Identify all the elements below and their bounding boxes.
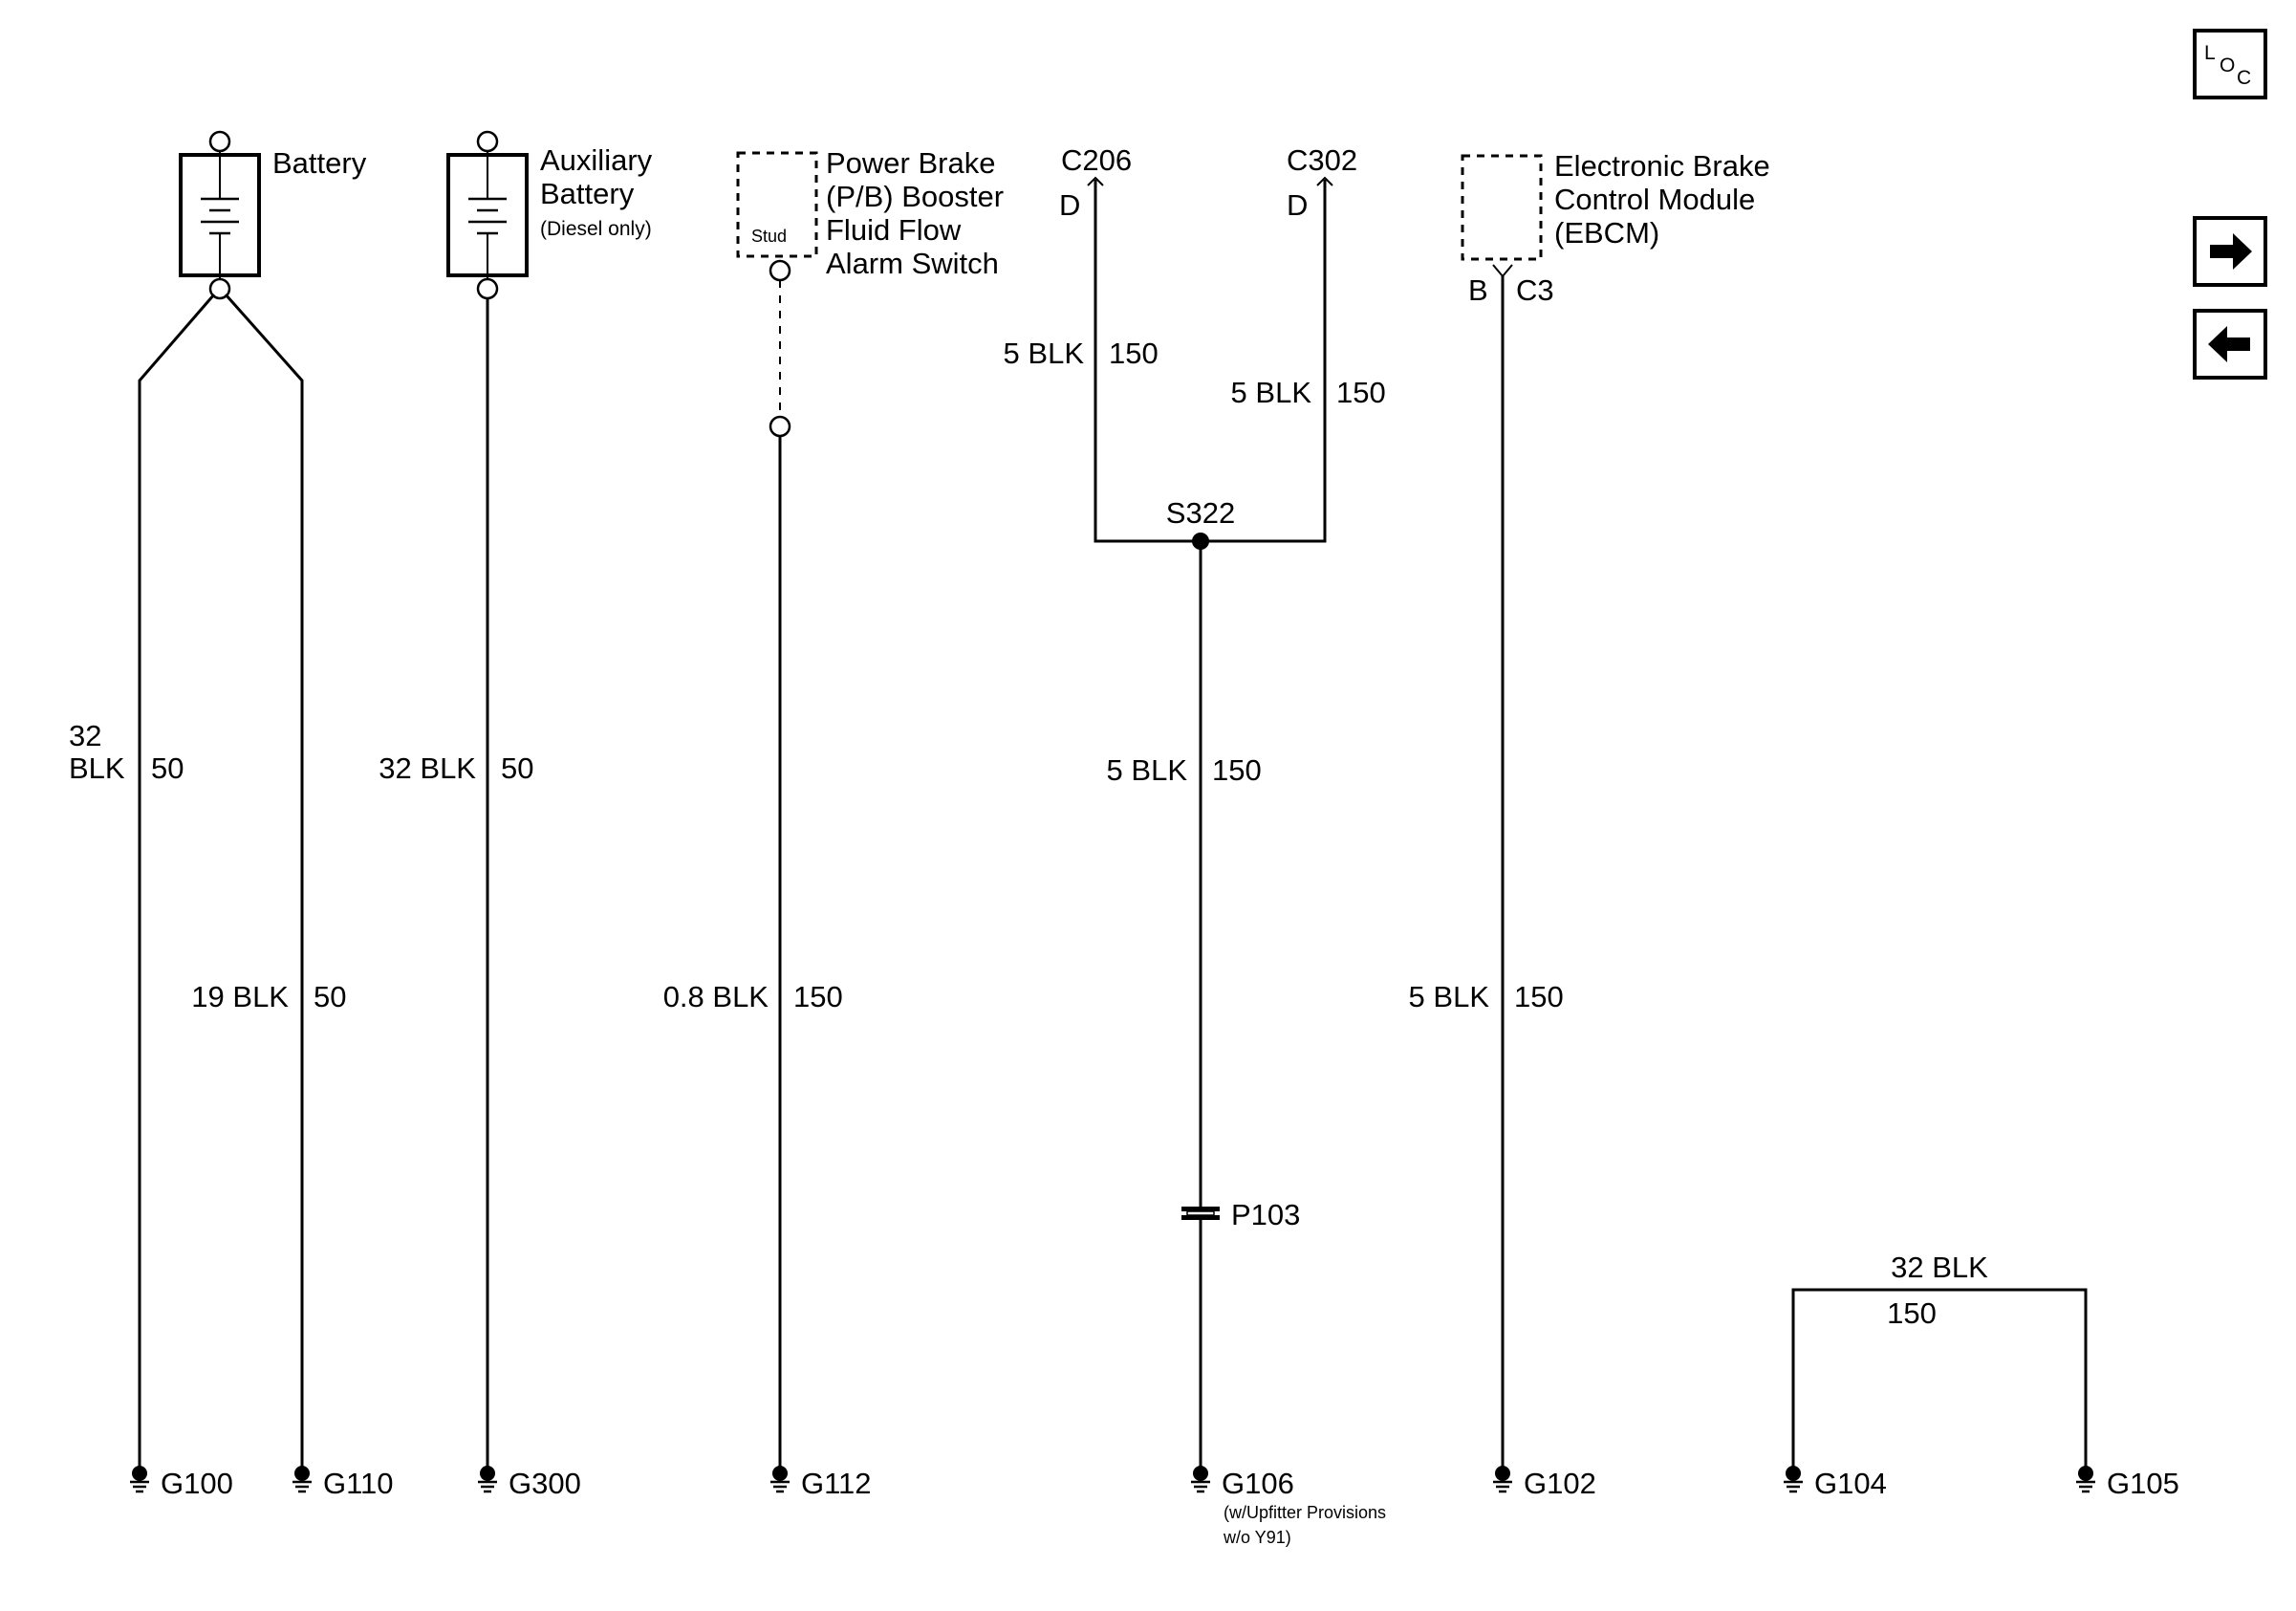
ground-g100-label: G100 xyxy=(161,1467,233,1500)
wire-c302-circuit: 150 xyxy=(1336,376,1386,409)
ground-g110-label: G110 xyxy=(323,1467,394,1500)
loc-letter-l: L xyxy=(2204,42,2216,64)
battery-symbol-icon xyxy=(179,153,261,277)
next-page-button[interactable] xyxy=(2193,216,2267,287)
wire-g102-circuit: 150 xyxy=(1514,980,1564,1013)
connector-c302-arrow-icon xyxy=(1316,176,1333,186)
stud-terminal-top xyxy=(769,259,791,282)
ground-g102-label: G102 xyxy=(1524,1467,1596,1500)
connector-c302-label: C302 xyxy=(1287,143,1357,177)
ground-g106-label: G106 xyxy=(1222,1467,1294,1500)
ground-g300-label: G300 xyxy=(509,1467,581,1500)
ground-g104-label: G104 xyxy=(1814,1467,1887,1500)
ground-g300-icon xyxy=(476,1464,499,1493)
wire-g100-color: BLK xyxy=(69,751,125,785)
stud-label: Stud xyxy=(751,227,787,246)
connector-c206-label: C206 xyxy=(1061,143,1132,177)
aux-battery-label-line2: Battery xyxy=(540,177,635,210)
wire-g102-label: 5 BLK xyxy=(1409,980,1490,1013)
ground-g100-icon xyxy=(128,1464,151,1493)
loc-button[interactable]: L O C xyxy=(2193,29,2267,99)
aux-battery-negative-terminal xyxy=(476,277,499,300)
battery-negative-terminal xyxy=(208,277,231,300)
ground-g106-note-line1: (w/Upfitter Provisions xyxy=(1224,1503,1386,1522)
ground-g102-icon xyxy=(1491,1464,1514,1493)
ebcm-connector-icon xyxy=(1492,264,1513,278)
connector-c206-pin: D xyxy=(1059,188,1080,222)
previous-page-button[interactable] xyxy=(2193,309,2267,380)
ground-g110-icon xyxy=(291,1464,314,1493)
ebcm-label-line2: Control Module xyxy=(1554,183,1755,216)
pb-switch-component: Stud Power Brake (P/B) Booster Fluid Flo… xyxy=(736,146,1004,438)
wire-g104-g105 xyxy=(1791,1288,2088,1470)
wire-g112-circuit: 150 xyxy=(793,980,843,1013)
wire-c206-circuit: 150 xyxy=(1109,337,1159,370)
ebcm-label-line3: (EBCM) xyxy=(1554,216,1659,250)
loc-letter-o: O xyxy=(2220,54,2235,76)
auxiliary-battery-component: Auxiliary Battery (Diesel only) xyxy=(446,130,653,300)
wire-battery-g110 xyxy=(224,294,304,1470)
ebcm-label-line1: Electronic Brake xyxy=(1554,149,1770,183)
wire-g104-circuit: 150 xyxy=(1887,1296,1937,1330)
connector-p103-icon xyxy=(1181,1207,1220,1220)
arrow-left-icon xyxy=(2208,326,2250,362)
wire-g100-circuit: 50 xyxy=(151,751,184,785)
ground-g105-label: G105 xyxy=(2107,1467,2179,1500)
wire-g100-size: 32 xyxy=(69,719,101,752)
wire-c206-label: 5 BLK xyxy=(1004,337,1085,370)
ground-g105-icon xyxy=(2074,1464,2097,1493)
wire-g106-label: 5 BLK xyxy=(1107,753,1188,787)
wire-g110-label: 19 BLK xyxy=(191,980,289,1013)
wire-g106-circuit: 150 xyxy=(1212,753,1262,787)
aux-battery-label-line1: Auxiliary xyxy=(540,143,653,177)
wire-g300-label: 32 BLK xyxy=(379,751,476,785)
pb-switch-label-line2: (P/B) Booster xyxy=(826,180,1004,213)
ebcm-connector-label: C3 xyxy=(1516,273,1554,307)
loc-letter-c: C xyxy=(2237,67,2251,89)
arrow-right-icon xyxy=(2210,233,2252,270)
aux-battery-positive-terminal xyxy=(476,130,499,153)
ground-g112-icon xyxy=(769,1464,791,1493)
pb-switch-box xyxy=(736,151,818,258)
connector-c302-pin: D xyxy=(1287,188,1308,222)
aux-battery-symbol-icon xyxy=(446,153,529,277)
battery-component: Battery xyxy=(179,130,367,300)
battery-positive-terminal xyxy=(208,130,231,153)
wire-g112-label: 0.8 BLK xyxy=(663,980,769,1013)
wire-g104-label: 32 BLK xyxy=(1891,1251,1988,1284)
ground-g104-icon xyxy=(1782,1464,1805,1493)
connector-c206-arrow-icon xyxy=(1087,176,1104,186)
wire-c206-c302-splice xyxy=(1094,180,1327,543)
wire-battery-g100 xyxy=(138,294,216,1470)
wire-c302-label: 5 BLK xyxy=(1231,376,1312,409)
pb-switch-label-line1: Power Brake xyxy=(826,146,995,180)
ebcm-pin-label: B xyxy=(1468,273,1488,307)
connector-p103-label: P103 xyxy=(1231,1198,1300,1231)
ground-g106-note-line2: w/o Y91) xyxy=(1223,1528,1291,1547)
pb-switch-label-line3: Fluid Flow xyxy=(826,213,962,247)
ebcm-box xyxy=(1461,154,1543,261)
aux-battery-note: (Diesel only) xyxy=(540,218,652,240)
ground-g106-icon xyxy=(1189,1464,1212,1493)
battery-label: Battery xyxy=(272,146,367,180)
stud-terminal-bottom xyxy=(769,415,791,438)
pb-switch-label-line4: Alarm Switch xyxy=(826,247,999,280)
wire-g300-circuit: 50 xyxy=(501,751,533,785)
ebcm-component: Electronic Brake Control Module (EBCM) B… xyxy=(1461,149,1770,307)
wire-g110-circuit: 50 xyxy=(314,980,346,1013)
splice-s322-label: S322 xyxy=(1166,496,1235,530)
ground-g112-label: G112 xyxy=(801,1467,872,1500)
